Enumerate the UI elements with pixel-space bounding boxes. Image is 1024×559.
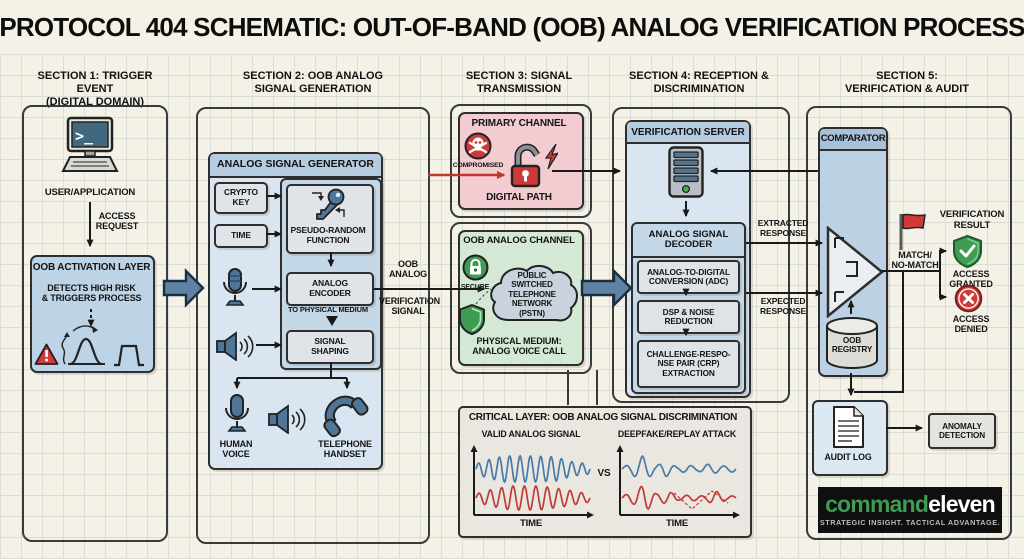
vs-label: VS <box>597 468 611 479</box>
time-box: TIME <box>214 224 268 248</box>
pulse-icon <box>112 340 146 373</box>
anomaly-envelope-dashed <box>673 490 729 510</box>
expected-response-label: EXPECTED RESPONSE <box>759 296 807 316</box>
shield-icon <box>459 304 485 340</box>
secure-lock-icon <box>462 254 489 286</box>
oob-activation-subtitle: DETECTS HIGH RISK & TRIGGERS PROCESS <box>41 283 142 304</box>
attack-red-waveform <box>621 485 737 510</box>
logo-command: command <box>825 491 929 517</box>
crp-label: CHALLENGE-RESPO- NSE PAIR (CRP) EXTRACTI… <box>646 348 731 378</box>
valid-signal-chart <box>466 443 596 524</box>
adc-box: ANALOG-TO-DIGITAL CONVERSION (ADC) <box>637 260 740 294</box>
page-title: PROTOCOL 404 SCHEMATIC: OUT-OF-BAND (OOB… <box>0 11 1024 42</box>
crypto-key-label: CRYPTO KEY <box>223 187 259 207</box>
verification-result-label: VERIFICATION RESULT <box>939 209 1005 231</box>
attack-signal-chart <box>612 443 742 524</box>
red-flag-icon <box>896 212 930 257</box>
crypto-key-box: CRYPTO KEY <box>214 182 268 214</box>
dsp-box: DSP & NOISE REDUCTION <box>637 300 740 334</box>
access-granted-label: ACCESS GRANTED <box>949 269 993 290</box>
compromised-label: COMPROMISED <box>452 162 504 169</box>
deepfake-attack-label: DEEPFAKE/REPLAY ATTACK <box>617 429 737 439</box>
time-axis-label-left: TIME <box>519 518 543 529</box>
section-4-container <box>612 107 790 403</box>
extracted-response-label: EXTRACTED RESPONSE <box>757 218 809 238</box>
section-3-header: SECTION 3: SIGNAL TRANSMISSION <box>465 70 573 96</box>
oob-registry-label: OOB REGISTRY <box>831 336 873 355</box>
microphone-icon <box>222 268 248 317</box>
skull-crossbones-icon <box>464 132 492 165</box>
section-1-header: SECTION 1: TRIGGER EVENT (DIGITAL DOMAIN… <box>37 70 153 109</box>
server-icon <box>668 146 704 203</box>
cloud-icon <box>486 260 578 333</box>
section-3-primary-container <box>450 104 592 218</box>
section-4-header: SECTION 4: RECEPTION & DISCRIMINATION <box>629 70 769 96</box>
speaker-icon <box>216 331 254 366</box>
logo-wordmark: commandeleven <box>825 491 996 517</box>
to-physical-medium-label: TO PHYSICAL MEDIUM <box>288 305 368 314</box>
terminal-computer-icon: >_ <box>60 116 120 193</box>
digital-path-label: DIGITAL PATH <box>486 192 552 203</box>
oob-analog-signal-label-bottom: VERIFICATION SIGNAL <box>379 296 441 317</box>
section-2-header: SECTION 2: OOB ANALOG SIGNAL GENERATION <box>242 70 384 96</box>
time-label: TIME <box>231 230 251 241</box>
prf-label: PSEUDO-RANDOM FUNCTION <box>290 225 366 245</box>
telephone-handset-icon <box>320 392 370 445</box>
commandeleven-logo: commandeleven STRATEGIC INSIGHT. TACTICA… <box>818 487 1002 533</box>
analog-signal-generator-title: ANALOG SIGNAL GENERATOR <box>210 154 381 178</box>
dsp-label: DSP & NOISE REDUCTION <box>662 306 715 326</box>
valid-red-waveform <box>475 484 591 512</box>
valid-blue-waveform <box>475 454 591 484</box>
comparator-triangle-icon <box>826 225 884 323</box>
speaker-small-icon <box>268 404 306 439</box>
access-denied-label: ACCESS DENIED <box>952 314 990 335</box>
anomaly-detection-label: ANOMALY DETECTION <box>939 421 985 440</box>
oob-activation-title: OOB ACTIVATION LAYER <box>32 262 151 273</box>
oob-analog-channel-title: OOB ANALOG CHANNEL <box>463 235 575 246</box>
attack-blue-waveform <box>621 454 737 478</box>
document-icon <box>832 405 865 454</box>
section-2-container <box>196 107 430 544</box>
user-application-label: USER/APPLICATION <box>44 187 136 198</box>
match-no-match-label: MATCH/ NO-MATCH <box>891 250 939 271</box>
secure-label: SECURE <box>460 284 490 291</box>
analog-signal-decoder-title: ANALOG SIGNAL DECODER <box>633 224 744 258</box>
section-5-container <box>806 106 1012 540</box>
analog-encoder-label: ANALOG ENCODER <box>309 278 351 298</box>
verification-server-title: VERIFICATION SERVER <box>627 122 749 144</box>
anomaly-detection-box: ANOMALY DETECTION <box>928 413 996 449</box>
signal-shaping-label: SIGNAL SHAPING <box>311 336 349 356</box>
telephone-handset-label: TELEPHONE HANDSET <box>318 439 372 460</box>
human-voice-mic-icon <box>224 394 250 443</box>
crp-box: CHALLENGE-RESPO- NSE PAIR (CRP) EXTRACTI… <box>637 340 740 388</box>
logo-tagline: STRATEGIC INSIGHT. TACTICAL ADVANTAGE. <box>819 518 1001 527</box>
human-voice-label: HUMAN VOICE <box>219 439 253 460</box>
logo-eleven: eleven <box>928 491 996 517</box>
section-5-header: SECTION 5: VERIFICATION & AUDIT <box>844 70 970 96</box>
comparator-title: COMPARATOR <box>820 129 886 151</box>
pstn-label: PUBLIC SWITCHED TELEPHONE NETWORK (PSTN) <box>508 271 556 318</box>
time-axis-label-right: TIME <box>665 518 689 529</box>
key-icon <box>306 187 350 230</box>
warning-triangle-icon <box>34 343 59 371</box>
x-circle-icon <box>954 284 983 318</box>
adc-label: ANALOG-TO-DIGITAL CONVERSION (ADC) <box>647 266 730 286</box>
bell-curve-icon <box>58 320 106 373</box>
primary-channel-title: PRIMARY CHANNEL <box>471 118 567 129</box>
critical-layer-title: CRITICAL LAYER: OOB ANALOG SIGNAL DISCRI… <box>468 412 738 423</box>
open-padlock-icon <box>510 140 560 195</box>
signal-shaping-box: SIGNAL SHAPING <box>286 330 374 364</box>
valid-signal-label: VALID ANALOG SIGNAL <box>481 429 581 439</box>
shield-check-icon <box>953 235 982 273</box>
audit-log-label: AUDIT LOG <box>824 452 872 462</box>
svg-text:>_: >_ <box>75 127 94 145</box>
analog-encoder-box: ANALOG ENCODER <box>286 272 374 306</box>
section-1-container <box>22 105 168 542</box>
oob-analog-signal-label-top: OOB ANALOG <box>388 259 428 280</box>
access-request-label: ACCESS REQUEST <box>95 211 139 232</box>
physical-medium-label: PHYSICAL MEDIUM: ANALOG VOICE CALL <box>472 336 566 357</box>
